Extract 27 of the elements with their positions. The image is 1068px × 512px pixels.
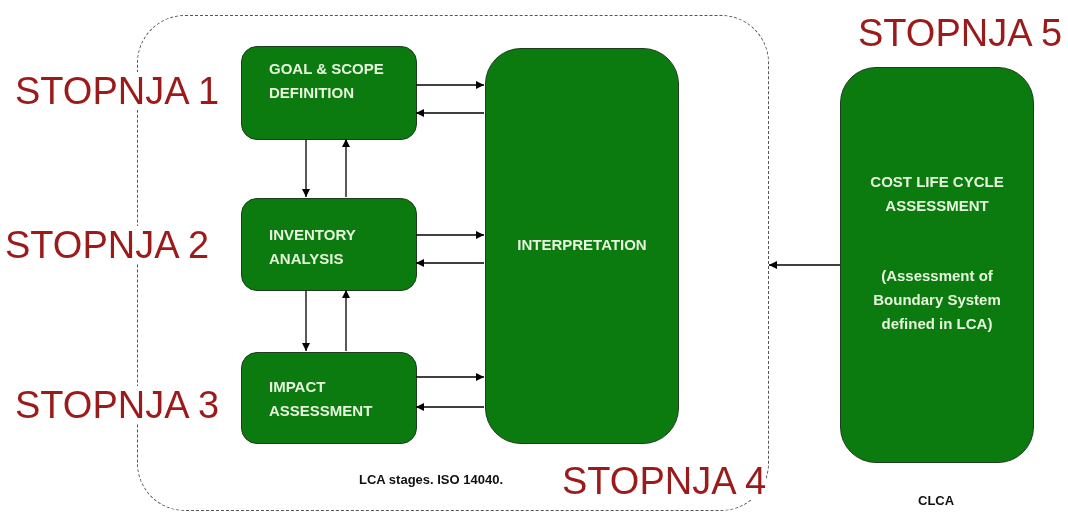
stage-label: STOPNJA 3 [15, 386, 220, 424]
arrow [768, 261, 841, 269]
process-box [241, 46, 417, 140]
arrow [415, 259, 485, 267]
box-title: INTERPRETATION [516, 235, 648, 255]
box-caption: CLCA [918, 493, 955, 508]
arrow [415, 231, 485, 239]
stage-label: STOPNJA 2 [5, 226, 210, 264]
stage-label: STOPNJA 1 [15, 72, 220, 110]
box-description: (Assessment of Boundary System defined in LCA) [872, 266, 1002, 334]
process-box [485, 48, 679, 444]
arrow [342, 138, 350, 198]
process-box [241, 352, 417, 444]
box-title: INVENTORY ANALYSIS [269, 225, 357, 269]
arrow [342, 289, 350, 352]
arrow [302, 138, 310, 198]
caption-text: LCA stages. ISO 14040. [359, 472, 504, 487]
process-box [840, 67, 1034, 463]
arrow [302, 289, 310, 352]
arrow [415, 109, 485, 117]
box-title: COST LIFE CYCLE ASSESSMENT [869, 172, 1005, 216]
arrow [415, 81, 485, 89]
box-title: IMPACT ASSESSMENT [269, 377, 374, 421]
box-title: GOAL & SCOPE DEFINITION [269, 59, 385, 103]
arrow [415, 373, 485, 381]
process-box [241, 198, 417, 291]
arrow [415, 403, 485, 411]
